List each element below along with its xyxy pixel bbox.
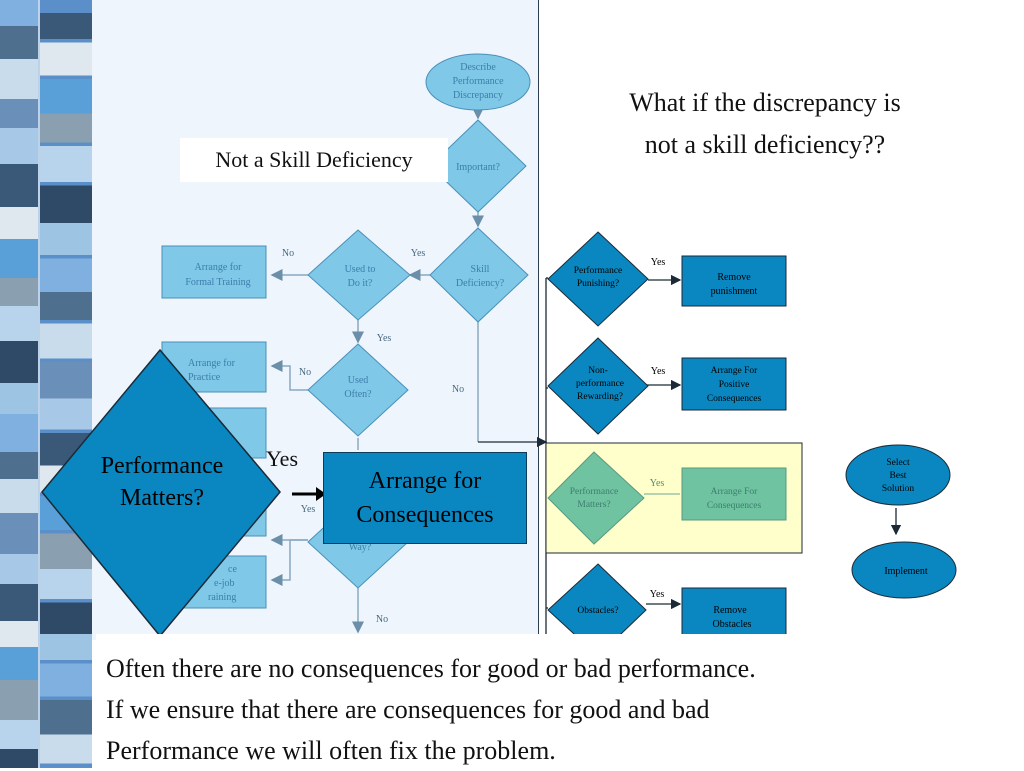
implement-label: Implement [884,566,928,577]
yes-label-used: Yes [377,333,392,344]
positive-line3: Consequences [707,394,762,404]
yes-label-matters: Yes [650,478,665,489]
arrange-line1: Arrange for [356,464,493,498]
used-to-do-it-decision [308,230,410,320]
no-label-way: No [376,614,388,625]
remove-punishment-line2: punishment [711,286,758,297]
obstacles-label: Obstacles? [577,606,618,616]
practice-line2: Practice [188,372,221,383]
onthejob-line2: e-job [214,578,235,589]
title-line2: not a skill deficiency?? [560,124,970,166]
formal-training-line2: Formal Training [185,277,250,288]
not-skill-deficiency-callout: Not a Skill Deficiency [180,138,448,182]
slide-title: What if the discrepancy is not a skill d… [560,82,970,166]
arrange-small-line1: Arrange For [711,487,759,497]
nonperf-line1: Non- [588,366,608,376]
positive-line1: Arrange For [711,366,759,376]
caption-line3: Performance we will often fix the proble… [106,730,1024,771]
remove-obstacles-line2: Obstacles [713,619,752,630]
arrange-line2: Consequences [356,498,493,532]
nonperf-line2: performance [576,378,624,389]
nonperf-line3: Rewarding? [577,392,623,402]
arrange-small-line2: Consequences [707,501,762,511]
performance-matters-line2: Matters? [80,482,244,514]
used-often-line2: Often? [344,389,372,400]
caption-line2: If we ensure that there are consequences… [106,689,1024,730]
describe-line2: Performance [452,76,504,87]
matters-small-line2: Matters? [577,500,610,510]
no-label-often: No [299,367,311,378]
arrange-consequences-box: Arrange for Consequences [323,452,527,544]
yes-label-punishing: Yes [651,257,666,268]
describe-line1: Describe [460,62,496,73]
positive-line2: Positive [719,380,750,390]
select-line3: Solution [882,484,914,494]
select-line1: Select [886,458,910,468]
skill-deficiency-decision [430,228,528,322]
onthejob-line1: ce [228,564,237,575]
important-label: Important? [456,162,500,173]
punishing-line1: Performance [574,265,623,276]
used-to-line2: Do it? [348,278,373,289]
yes-label-way: Yes [301,504,316,515]
yes-label-nonperf: Yes [651,366,666,377]
used-to-line1: Used to [345,264,376,275]
describe-line3: Discrepancy [453,90,503,101]
no-label-formal: No [282,248,294,259]
practice-line1: Arrange for [188,358,236,369]
remove-punishment-line1: Remove [717,272,751,283]
yes-label-skill: Yes [411,248,426,259]
skill-line2: Deficiency? [456,278,505,289]
used-often-line1: Used [348,375,369,386]
caption-text: Often there are no consequences for good… [96,634,1024,768]
yes-label-obstacles: Yes [650,589,665,600]
performance-matters-label: Performance Matters? [80,450,244,514]
yes-label-big: Yes [266,446,298,472]
performance-matters-line1: Performance [80,450,244,482]
title-line1: What if the discrepancy is [560,82,970,124]
skill-line1: Skill [471,264,490,275]
select-line2: Best [890,471,907,481]
punishing-line2: Punishing? [577,279,619,289]
caption-line1: Often there are no consequences for good… [106,648,1024,689]
matters-small-line1: Performance [570,486,619,497]
onthejob-line3: raining [208,592,236,603]
remove-obstacles-line1: Remove [713,605,747,616]
formal-training-line1: Arrange for [195,262,243,273]
no-label-skill: No [452,384,464,395]
